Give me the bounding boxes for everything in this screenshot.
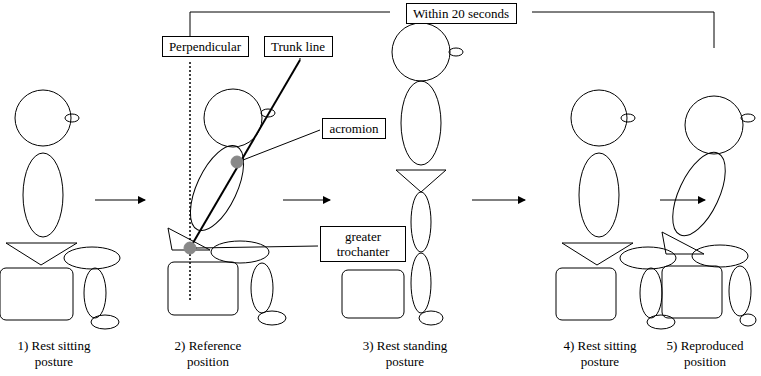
figure-caption: 1) Rest sitting posture [2, 338, 106, 370]
leader-line [243, 130, 320, 160]
label-box: Perpendicular [162, 36, 249, 57]
box-text: acromion [328, 121, 380, 136]
box-text: Trunk line [270, 39, 327, 54]
reproduced-figure [662, 96, 756, 326]
label-box: acromion [322, 118, 386, 139]
figure-caption: 2) Reference position [156, 338, 260, 370]
time-box: Within 20 seconds [406, 3, 517, 24]
figure-caption: 4) Rest sitting posture [548, 338, 652, 370]
figure-caption: 5) Reproduced position [653, 338, 757, 370]
label-box: greater trochanter [320, 226, 406, 262]
label-box: Trunk line [264, 36, 333, 57]
figure-caption: 3) Rest standing posture [353, 338, 457, 370]
box-text: greater trochanter [326, 229, 400, 259]
sitting-figure [0, 90, 120, 329]
sequence-arrow [660, 200, 705, 201]
sequence-arrow [472, 200, 525, 201]
standing-figure [342, 23, 463, 325]
sequence-arrow [95, 200, 145, 201]
box-text: Perpendicular [168, 39, 243, 54]
reference-figure [168, 58, 320, 325]
box-text: Within 20 seconds [412, 6, 511, 21]
sitting-figure [556, 90, 676, 329]
leader-line [196, 246, 318, 248]
sequence-arrow [283, 200, 330, 201]
